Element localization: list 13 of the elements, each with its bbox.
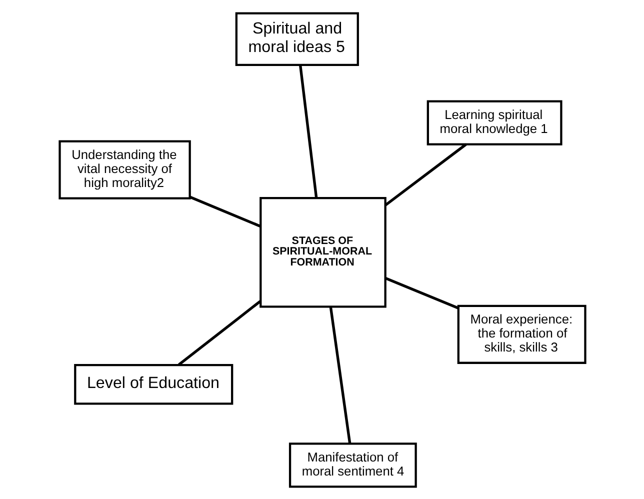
node-box: Level of Education (74, 363, 233, 404)
connector (298, 64, 318, 198)
connector (384, 276, 458, 309)
node-box: Manifestation of moral sentiment 4 (288, 442, 416, 488)
node-box: Spiritual and moral ideas 5 (234, 12, 358, 66)
node-box: Understanding the vital necessity of high morality2 (58, 140, 190, 199)
connector (328, 306, 351, 444)
connector (188, 195, 261, 228)
node-box: Learning spiritual moral knowledge 1 (426, 100, 562, 145)
node-box: STAGES OF SPIRITUAL-MORAL FORMATION (259, 196, 386, 308)
connector (178, 300, 261, 366)
node-box: Moral experience: the formation of skills, skills 3 (456, 304, 586, 364)
connector (384, 142, 466, 206)
